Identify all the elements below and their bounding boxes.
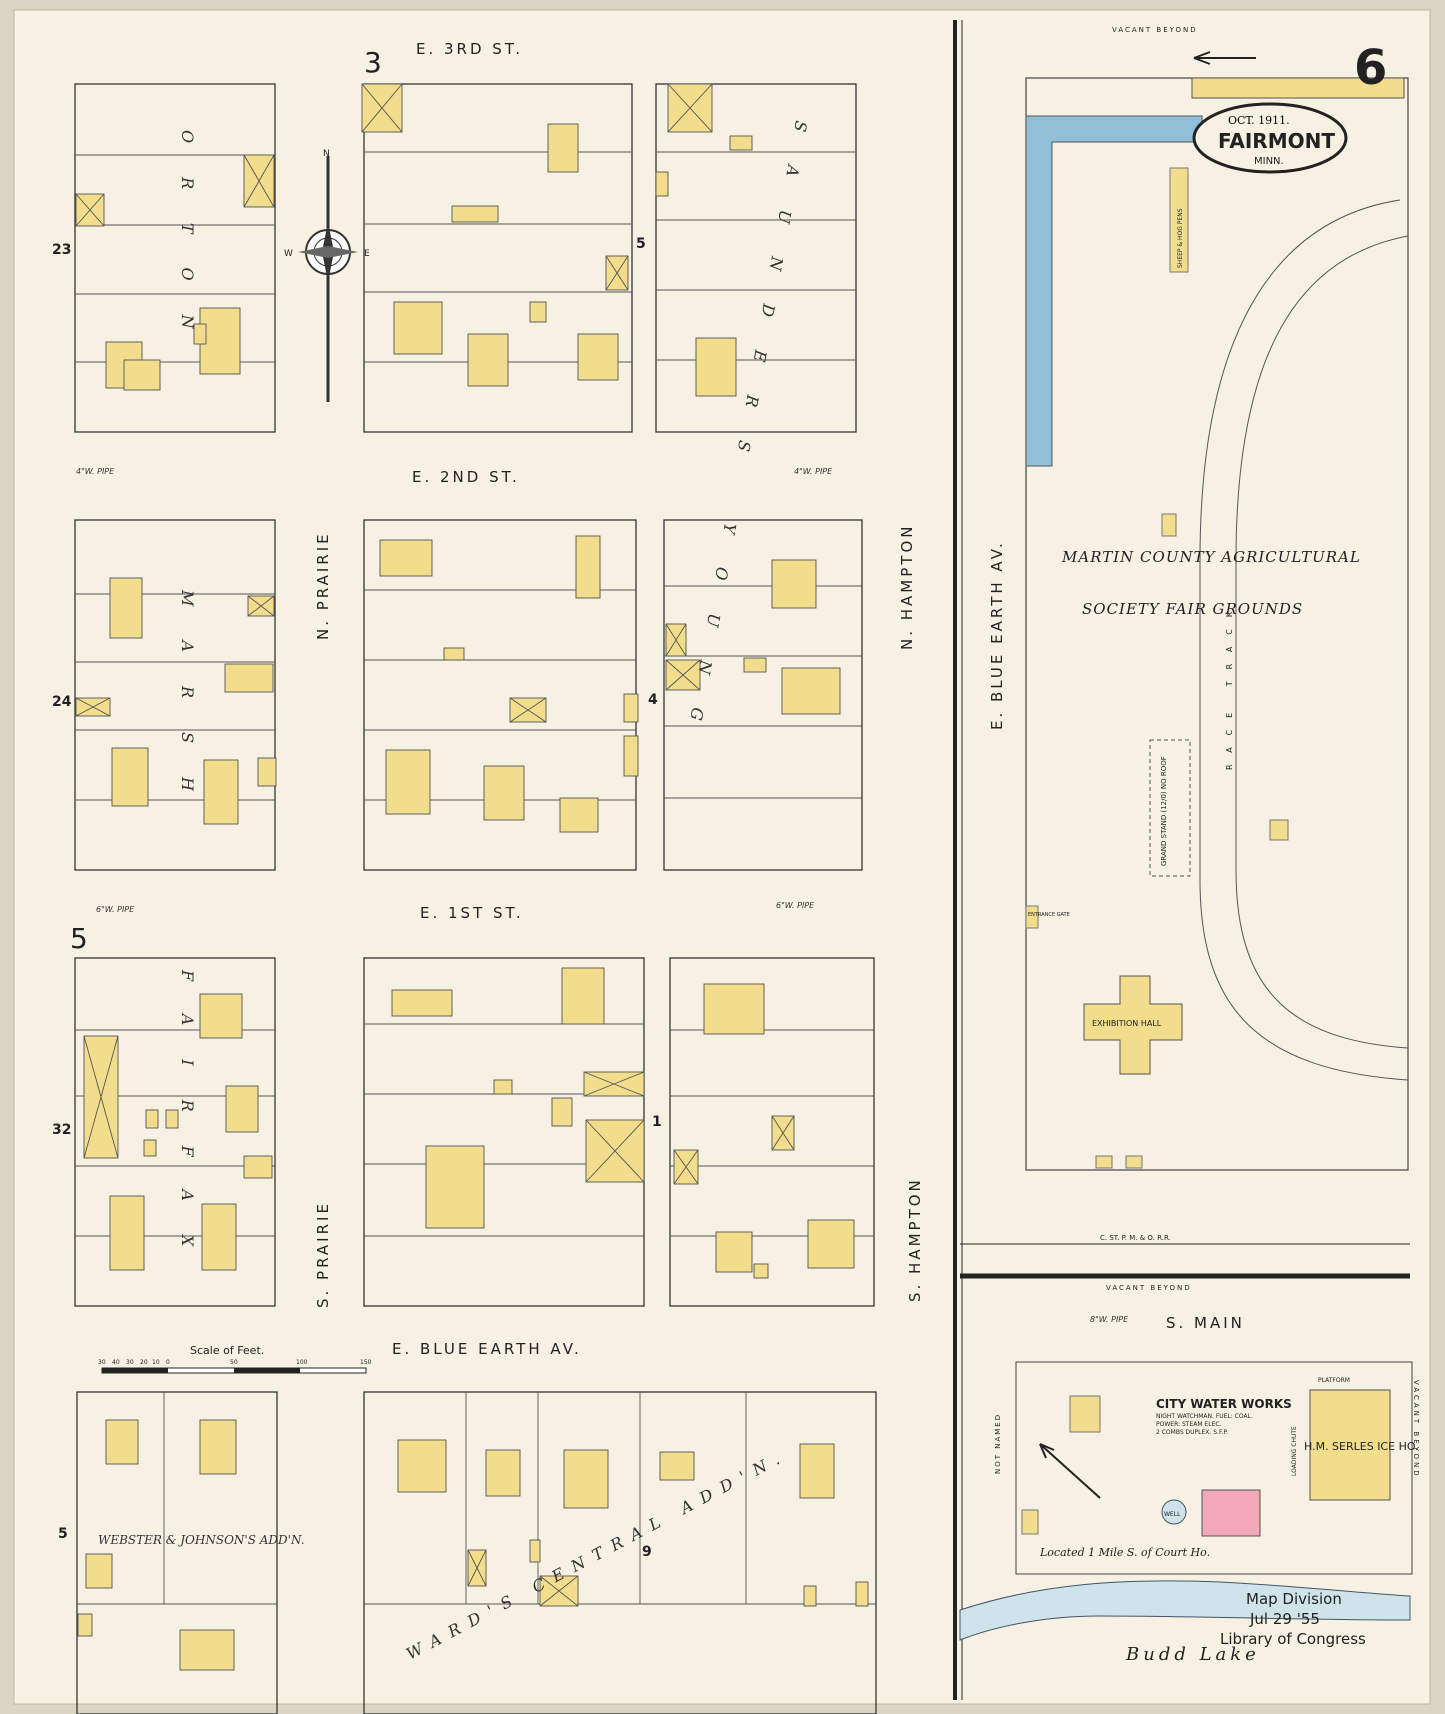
- sheet-date: OCT. 1911.: [1228, 114, 1290, 127]
- pipe-label-4w-b: 4"W. PIPE: [794, 467, 833, 476]
- street-labels: E. 3RD ST. E. 2ND ST. E. 1ST ST. E. BLUE…: [392, 40, 1245, 1358]
- pipe-label-6w-b: 6"W. PIPE: [776, 901, 815, 910]
- svg-text:150: 150: [360, 1359, 372, 1366]
- city-blocks: [74, 83, 877, 1714]
- scale-bar: Scale of Feet.: [101, 1344, 367, 1374]
- svg-text:50: 50: [230, 1359, 238, 1366]
- svg-text:100: 100: [296, 1359, 308, 1366]
- sheet-number: 6: [1354, 40, 1387, 96]
- street-e2nd: E. 2ND ST.: [412, 468, 520, 486]
- street-s-main: S. MAIN: [1166, 1314, 1245, 1332]
- street-s-prairie: S. PRAIRIE: [314, 1201, 332, 1308]
- compass-n: N: [323, 149, 330, 159]
- key-32: 32: [52, 1122, 71, 1138]
- fair-grounds: [1025, 77, 1409, 1171]
- located-note: Located 1 Mile S. of Court Ho.: [1039, 1546, 1210, 1559]
- exhibition-hall-label: EXHIBITION HALL: [1092, 1019, 1162, 1028]
- svg-text:0: 0: [166, 1359, 170, 1366]
- key-9: 9: [642, 1544, 652, 1560]
- entrance-gate-label: ENTRANCE GATE: [1028, 912, 1070, 918]
- dwellings: [105, 123, 869, 1671]
- addition-marsh: MARSH: [178, 589, 197, 825]
- stamp-line2: Jul 29 '55: [1249, 1610, 1320, 1628]
- title-cartouche: OCT. 1911. FAIRMONT MINN.: [1192, 102, 1348, 174]
- water-works-note-1: NIGHT WATCHMAN. FUEL: COAL.: [1156, 1413, 1253, 1420]
- stamp-line1: Map Division: [1246, 1590, 1342, 1608]
- key-numbers: 23 24 32 5 5 4 1 9: [52, 236, 662, 1560]
- water-works-note-2: POWER: STEAM ELEC.: [1156, 1421, 1222, 1428]
- vacant-beyond-top: VACANT BEYOND: [1112, 26, 1198, 34]
- addition-orton: ORTON: [178, 130, 197, 363]
- svg-text:40: 40: [112, 1359, 120, 1366]
- key-24: 24: [52, 694, 72, 710]
- fairgrounds-line2: SOCIETY FAIR GROUNDS: [1082, 600, 1303, 618]
- addition-fairfax: FAIRFAX: [178, 969, 197, 1280]
- scale-title: Scale of Feet.: [190, 1344, 264, 1357]
- water-works-area: [959, 1361, 1413, 1641]
- pipe-label-6w-a: 6"W. PIPE: [96, 905, 135, 914]
- street-e1st: E. 1ST ST.: [420, 904, 524, 922]
- street-s-hampton: S. HAMPTON: [906, 1177, 924, 1302]
- race-track-label: RACE TRACK: [1225, 600, 1234, 770]
- water-works-note-3: 2 COMBS DUPLEX. S.F.P.: [1156, 1429, 1228, 1436]
- key-3-big: 3: [364, 46, 382, 79]
- compass-e: E: [364, 249, 370, 259]
- compass-rose: N W E: [284, 149, 370, 402]
- svg-text:10: 10: [152, 1359, 160, 1366]
- addition-webster-johnson: WEBSTER & JOHNSON'S ADD'N.: [98, 1533, 305, 1547]
- key-5-big: 5: [70, 922, 88, 955]
- svg-text:20: 20: [140, 1359, 148, 1366]
- key-5-left: 5: [58, 1526, 68, 1542]
- ice-house-label: H.M. SERLES ICE HO.: [1304, 1440, 1419, 1453]
- key-5-mid: 5: [636, 236, 646, 252]
- platform-label: PLATFORM: [1318, 1377, 1350, 1384]
- key-4: 4: [648, 692, 658, 708]
- pipe-labels: 4"W. PIPE 4"W. PIPE 6"W. PIPE 6"W. PIPE …: [76, 467, 1129, 1324]
- water-works-title: CITY WATER WORKS: [1156, 1397, 1292, 1411]
- sheet-city: FAIRMONT: [1218, 129, 1335, 153]
- well-label: WELL: [1164, 1511, 1181, 1518]
- street-blue-earth-av: E. BLUE EARTH AV.: [392, 1340, 582, 1358]
- vacant-beyond-lower: VACANT BEYOND: [1106, 1284, 1192, 1292]
- key-23: 23: [52, 242, 71, 258]
- sheet-state: MINN.: [1254, 156, 1284, 167]
- stamp-line3: Library of Congress: [1220, 1630, 1366, 1648]
- street-n-hampton: N. HAMPTON: [898, 524, 916, 650]
- street-blue-earth-vertical: E. BLUE EARTH AV.: [988, 540, 1006, 730]
- grand-stand-label: GRAND STAND (12/0) NO ROOF: [1160, 756, 1168, 866]
- sheep-hog-pens-label: SHEEP & HOG PENS: [1177, 208, 1184, 268]
- svg-text:30: 30: [98, 1359, 106, 1366]
- scale-ticks: 30 40 30 20 10 0 50 100 150: [98, 1359, 372, 1366]
- fairgrounds-line1: MARTIN COUNTY AGRICULTURAL: [1061, 548, 1361, 566]
- key-1: 1: [652, 1114, 662, 1130]
- pipe-label-4w-a: 4"W. PIPE: [76, 467, 115, 476]
- sheds: [75, 83, 795, 1637]
- street-n-prairie: N. PRAIRIE: [314, 531, 332, 640]
- compass-w: W: [284, 249, 293, 259]
- pipe-label-8w: 8"W. PIPE: [1090, 1315, 1129, 1324]
- vacant-beyond-right: VACANT BEYOND: [1412, 1380, 1420, 1479]
- street-e3rd: E. 3RD ST.: [416, 40, 523, 58]
- railroad-label: C. ST. P. M. & O. R.R.: [1100, 1234, 1171, 1242]
- budd-lake-label: Budd Lake: [1125, 1644, 1260, 1665]
- library-stamp: Map Division Jul 29 '55 Library of Congr…: [1220, 1590, 1366, 1648]
- not-named-label: NOT NAMED: [994, 1413, 1002, 1474]
- svg-text:30: 30: [126, 1359, 134, 1366]
- loading-chute-label: LOADING CHUTE: [1291, 1426, 1298, 1476]
- railroad-lines: [953, 20, 1410, 1700]
